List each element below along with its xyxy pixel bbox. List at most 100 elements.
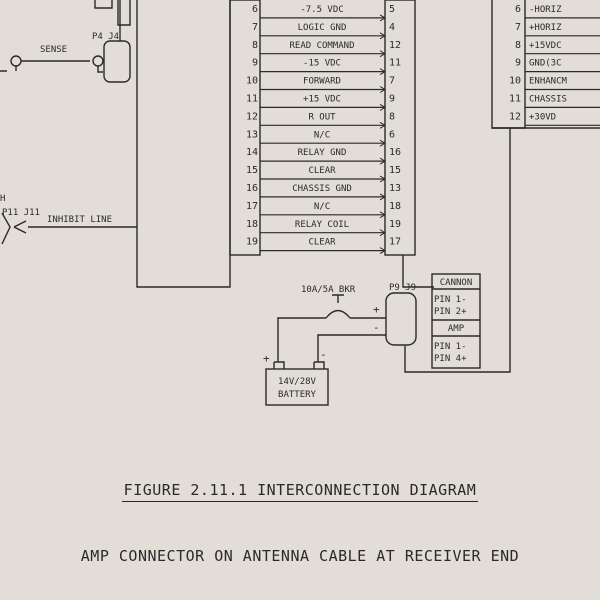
h-fragment-label: H [0, 194, 5, 204]
right-pin-number: 9 [515, 58, 521, 69]
left-pin-number-right: 11 [389, 58, 401, 69]
p11-j11-label: P11 J11 [2, 208, 40, 218]
left-row-label: R OUT [308, 112, 336, 122]
left-row-label: CLEAR [308, 166, 336, 176]
right-pin-number: 11 [509, 94, 521, 105]
left-pin-number-right: 8 [389, 111, 395, 122]
left-row-arrow [379, 211, 386, 219]
cannon-table-box [431, 273, 481, 369]
left-pin-number: 19 [246, 237, 258, 248]
left-pin-number: 6 [252, 4, 258, 15]
connector-note: AMP CONNECTOR ON ANTENNA CABLE AT RECEIV… [80, 547, 520, 565]
left-pin-number: 8 [252, 40, 258, 51]
left-pin-number-right: 12 [389, 40, 401, 51]
left-row-arrow [379, 175, 386, 183]
breaker-wire-left [277, 317, 326, 362]
p9-j9-connector [385, 292, 417, 346]
amp-header: AMP [448, 324, 465, 334]
top-connector-fragment [117, 0, 131, 26]
figure-caption: FIGURE 2.11.1 INTERCONNECTION DIAGRAM [0, 481, 600, 502]
figure-caption-text: FIGURE 2.11.1 INTERCONNECTION DIAGRAM [121, 481, 479, 502]
left-row-label: -7.5 VDC [300, 5, 343, 15]
left-row-label: LOGIC GND [298, 23, 347, 33]
right-row-label: CHASSIS [529, 95, 567, 105]
battery-box [265, 368, 329, 406]
battery-neg-wire [317, 334, 386, 362]
right-row-label: -HORIZ [529, 5, 562, 15]
left-row-label: -15 VDC [303, 59, 341, 69]
top-left-fragment [94, 0, 113, 9]
left-connector-body [229, 0, 261, 256]
left-row-arrow [379, 50, 386, 58]
left-row-arrow [379, 139, 386, 147]
minus-sign: - [373, 321, 380, 334]
cannon-header: CANNON [440, 278, 473, 288]
left-row-arrow [379, 229, 386, 237]
left-row-arrow [379, 14, 386, 22]
inhibit-arrow [13, 220, 27, 234]
left-row-arrow [379, 247, 386, 255]
right-row-label: +30VD [529, 112, 556, 122]
left-row-arrow [379, 121, 386, 129]
left-row-label: READ COMMAND [289, 41, 354, 51]
breaker-label: 10A/5A BKR [301, 285, 356, 295]
amp-pin-line1: PIN 1- [434, 342, 467, 352]
left-connector-mate [384, 0, 416, 256]
left-pin-number-right: 9 [389, 94, 395, 105]
left-row-label: CHASSIS GND [292, 184, 352, 194]
left-pin-number-right: 4 [389, 22, 395, 33]
left-pin-number: 9 [252, 58, 258, 69]
left-row-label: N/C [314, 202, 330, 212]
p4-j4-connector [103, 40, 131, 83]
left-row-arrow [379, 193, 386, 201]
right-row-label: ENHANCM [529, 77, 568, 87]
left-row-label: N/C [314, 130, 330, 140]
left-pin-number-right: 16 [389, 147, 401, 158]
sense-label: SENSE [40, 45, 67, 55]
left-pin-number: 18 [246, 219, 258, 230]
amp-pin-line2: PIN 4+ [434, 354, 467, 364]
battery-label-2: BATTERY [278, 390, 317, 400]
battery-minus: - [320, 348, 327, 361]
left-pin-number: 15 [246, 165, 258, 176]
p4-j4-label: P4 J4 [92, 32, 119, 42]
cannon-pin-line2: PIN 2+ [434, 307, 467, 317]
left-row-label: FORWARD [303, 77, 341, 87]
left-row-arrow [379, 68, 386, 76]
battery-plus: + [263, 352, 270, 365]
left-row-arrow [379, 157, 386, 165]
right-row-label: +HORIZ [529, 23, 562, 33]
left-pin-number-right: 19 [389, 219, 401, 230]
left-pin-number: 13 [246, 129, 258, 140]
left-pin-number-right: 7 [389, 76, 395, 87]
right-pin-number: 12 [509, 111, 521, 122]
left-pin-number: 17 [246, 201, 258, 212]
left-row-label: RELAY COIL [295, 220, 349, 230]
left-pin-number: 7 [252, 22, 258, 33]
left-pin-number: 10 [246, 76, 258, 87]
right-pin-number: 8 [515, 40, 521, 51]
right-return-line [404, 128, 511, 373]
left-row-label: +15 VDC [303, 95, 341, 105]
left-pin-number: 12 [246, 111, 258, 122]
harness-box [136, 0, 231, 288]
left-pin-number: 14 [246, 147, 258, 158]
breaker-symbol [325, 309, 351, 319]
left-pin-number-right: 13 [389, 183, 401, 194]
left-row-arrow [379, 32, 386, 40]
sense-terminal-right [92, 55, 104, 67]
left-row-arrow [379, 86, 386, 93]
p9-j9-label: P9 J9 [389, 283, 416, 293]
plus-sign: + [373, 303, 380, 316]
left-pin-number: 11 [246, 94, 258, 105]
left-pin-number-right: 18 [389, 201, 401, 212]
left-pin-number-right: 6 [389, 129, 395, 140]
sense-terminal-left [10, 55, 22, 67]
left-pin-number-right: 17 [389, 237, 401, 248]
left-row-arrow [379, 103, 386, 111]
left-row-label: RELAY GND [298, 148, 347, 158]
right-pin-number: 10 [509, 76, 521, 87]
